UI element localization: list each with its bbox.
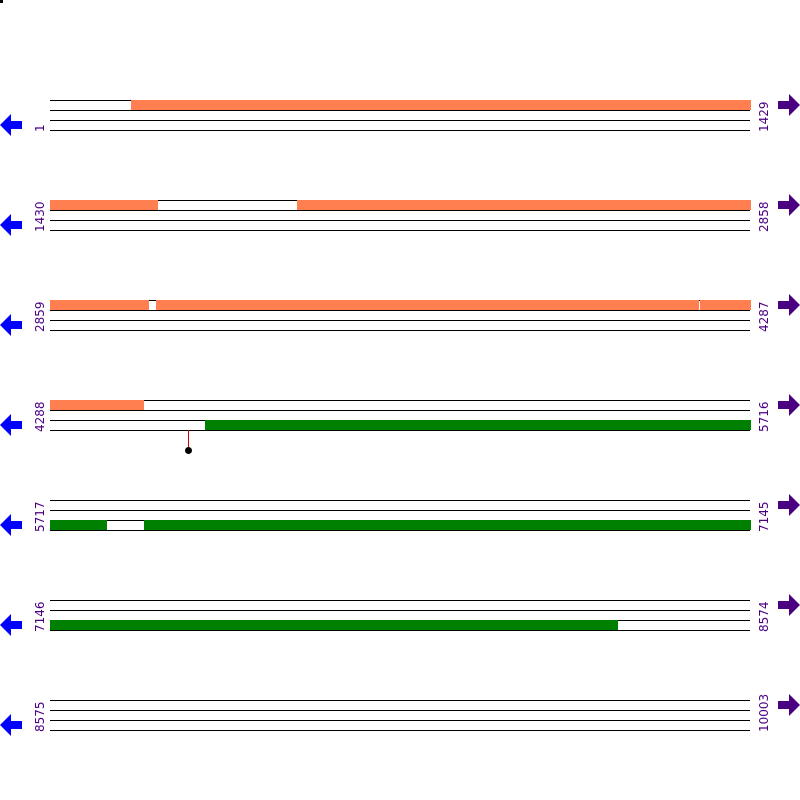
left-arrow-icon bbox=[0, 314, 22, 336]
left-arrow-icon bbox=[0, 514, 22, 536]
right-arrow-icon bbox=[778, 294, 800, 316]
site-marker-dot-icon[interactable] bbox=[185, 447, 192, 454]
reverse-feature[interactable] bbox=[144, 520, 751, 530]
sequence-row-7: 8575 10003 bbox=[0, 694, 800, 760]
right-arrow-icon bbox=[778, 94, 800, 116]
track-line bbox=[50, 410, 750, 411]
track-line bbox=[50, 430, 750, 431]
end-position-label: 5716 bbox=[757, 401, 771, 432]
right-arrow-icon bbox=[778, 594, 800, 616]
track-line bbox=[50, 120, 750, 121]
end-position-label: 7145 bbox=[757, 501, 771, 532]
end-position-label: 4287 bbox=[757, 301, 771, 332]
track-line bbox=[50, 110, 750, 111]
sequence-row-2: 1430 2858 bbox=[0, 200, 800, 260]
corner-dot bbox=[0, 0, 3, 3]
left-arrow-icon bbox=[0, 414, 22, 436]
start-position-label: 1430 bbox=[33, 201, 47, 232]
sequence-row-3: 2859 4287 bbox=[0, 300, 800, 360]
sequence-row-5: 5717 7145 bbox=[0, 500, 800, 560]
right-arrow-icon bbox=[778, 194, 800, 216]
start-position-label: 4288 bbox=[33, 401, 47, 432]
track-line bbox=[50, 600, 750, 601]
forward-feature[interactable] bbox=[700, 300, 751, 310]
track-line bbox=[50, 530, 750, 531]
start-position-label: 1 bbox=[33, 124, 47, 132]
track-line bbox=[50, 610, 750, 611]
track-line bbox=[50, 500, 750, 501]
track-line bbox=[50, 700, 750, 701]
track-line bbox=[50, 130, 750, 131]
sequence-row-6: 7146 8574 bbox=[0, 600, 800, 660]
end-position-label: 8574 bbox=[757, 601, 771, 632]
track-line bbox=[50, 720, 750, 721]
start-position-label: 8575 bbox=[33, 701, 47, 732]
left-arrow-icon bbox=[0, 214, 22, 236]
track-line bbox=[50, 710, 750, 711]
left-arrow-icon bbox=[0, 714, 22, 736]
start-position-label: 7146 bbox=[33, 601, 47, 632]
forward-feature[interactable] bbox=[131, 100, 751, 110]
reverse-feature[interactable] bbox=[50, 620, 618, 630]
forward-feature[interactable] bbox=[50, 400, 144, 410]
track-line bbox=[50, 510, 750, 511]
right-arrow-icon bbox=[778, 494, 800, 516]
track-line bbox=[50, 220, 750, 221]
left-arrow-icon bbox=[0, 114, 22, 136]
end-position-label: 1429 bbox=[757, 101, 771, 132]
track-line bbox=[50, 330, 750, 331]
right-arrow-icon bbox=[778, 394, 800, 416]
track-line bbox=[50, 310, 750, 311]
track-line bbox=[50, 210, 750, 211]
track-line bbox=[50, 400, 750, 401]
forward-feature[interactable] bbox=[156, 300, 699, 310]
end-position-label: 10003 bbox=[757, 693, 771, 732]
track-line bbox=[50, 320, 750, 321]
forward-feature[interactable] bbox=[50, 300, 149, 310]
right-arrow-icon bbox=[778, 694, 800, 716]
track-line bbox=[50, 630, 750, 631]
sequence-row-1: 1 1429 bbox=[0, 100, 800, 160]
end-position-label: 2858 bbox=[757, 201, 771, 232]
sequence-row-4: 4288 5716 bbox=[0, 400, 800, 460]
start-position-label: 2859 bbox=[33, 301, 47, 332]
reverse-feature[interactable] bbox=[50, 520, 107, 530]
left-arrow-icon bbox=[0, 614, 22, 636]
site-marker-line bbox=[188, 430, 189, 450]
forward-feature[interactable] bbox=[50, 200, 158, 210]
track-line bbox=[50, 730, 750, 731]
track-line bbox=[50, 230, 750, 231]
start-position-label: 5717 bbox=[33, 501, 47, 532]
forward-feature[interactable] bbox=[297, 200, 751, 210]
reverse-feature[interactable] bbox=[205, 420, 751, 430]
